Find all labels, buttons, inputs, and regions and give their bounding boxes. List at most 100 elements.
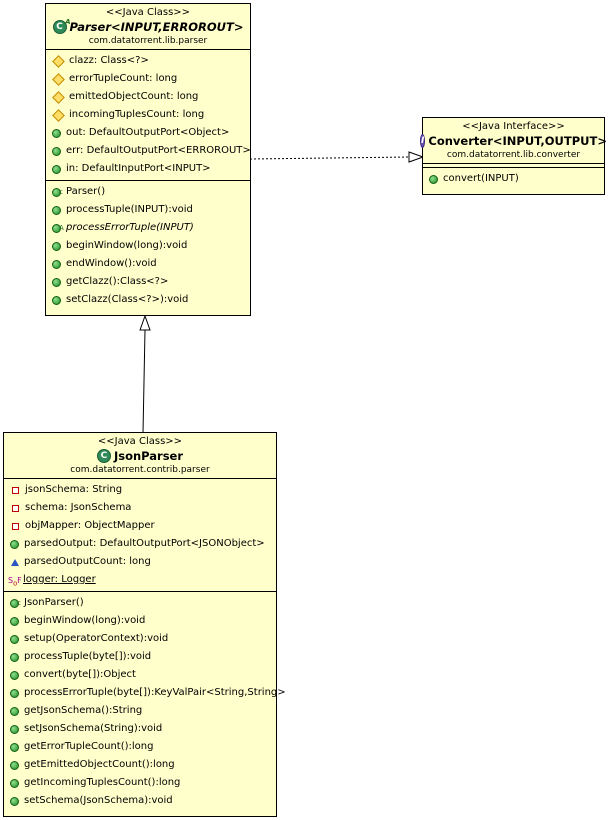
method-label: beginWindow(long):void (24, 615, 146, 626)
method-row[interactable]: setClazz(Class<?>):void (46, 291, 250, 309)
field-row[interactable]: objMapper: ObjectMapper (4, 517, 276, 535)
method-row[interactable]: getErrorTupleCount():long (4, 738, 276, 756)
method-row[interactable]: getClazz():Class<?> (46, 273, 250, 291)
field-row[interactable]: schema: JsonSchema (4, 499, 276, 517)
abstract-method-icon (52, 219, 64, 237)
method-label: getEmittedObjectCount():long (24, 759, 175, 770)
public-field-icon (52, 146, 61, 156)
public-field-icon (10, 539, 19, 549)
method-row[interactable]: endWindow():void (46, 255, 250, 273)
method-label: JsonParser() (24, 597, 84, 608)
package-name: com.datatorrent.contrib.parser (70, 465, 210, 475)
method-label: processErrorTuple(INPUT) (66, 222, 194, 233)
method-row[interactable]: convert(INPUT) (423, 170, 604, 188)
field-row[interactable]: errorTupleCount: long (46, 70, 250, 88)
generalization-arrowhead (139, 314, 151, 331)
method-label: Parser() (66, 186, 106, 197)
field-label: clazz: Class<?> (69, 55, 149, 66)
method-label: processTuple(INPUT):void (66, 204, 193, 215)
package-name: com.datatorrent.lib.parser (88, 36, 208, 46)
public-method-icon (10, 706, 19, 716)
method-label: setSchema(JsonSchema):void (24, 795, 173, 806)
method-row[interactable]: setJsonSchema(String):void (4, 720, 276, 738)
field-label: out: DefaultOutputPort<Object> (66, 127, 230, 138)
public-method-icon (10, 796, 19, 806)
stereotype-label: <<Java Class>> (97, 436, 183, 447)
field-row[interactable]: incomingTuplesCount: long (46, 106, 250, 124)
field-label: incomingTuplesCount: long (69, 109, 205, 120)
private-field-icon (12, 522, 19, 530)
method-row[interactable]: processErrorTuple(byte[]):KeyValPair<Str… (4, 684, 286, 702)
method-row[interactable]: setup(OperatorContext):void (4, 630, 276, 648)
static-final-field-icon: SoF (8, 575, 22, 588)
method-label: endWindow():void (66, 258, 157, 269)
public-method-icon (10, 742, 19, 752)
field-row[interactable]: emittedObjectCount: long (46, 88, 250, 106)
generalization-line (142, 329, 146, 434)
field-label: schema: JsonSchema (25, 502, 132, 513)
class-icon: C (96, 449, 111, 463)
method-label: getJsonSchema():String (24, 705, 143, 716)
method-row[interactable]: getJsonSchema():String (4, 702, 276, 720)
class-jsonparser[interactable]: <<Java Class>> C JsonParser com.datatorr… (3, 432, 286, 817)
interface-icon: I (420, 134, 426, 148)
method-label: setClazz(Class<?>):void (66, 294, 189, 305)
public-method-icon (10, 616, 19, 626)
public-field-icon (52, 128, 61, 138)
method-row[interactable]: Parser() (46, 183, 250, 201)
constructor-icon (10, 594, 21, 612)
field-label: err: DefaultOutputPort<ERROROUT> (66, 145, 251, 156)
field-row[interactable]: in: DefaultInputPort<INPUT> (46, 160, 250, 178)
constructor-icon (52, 183, 63, 201)
field-section: clazz: Class<?> errorTupleCount: long em… (46, 50, 251, 181)
protected-field-icon (52, 72, 65, 86)
field-row[interactable]: err: DefaultOutputPort<ERROROUT> (46, 142, 251, 160)
method-section: convert(INPUT) (423, 168, 604, 190)
field-label: emittedObjectCount: long (69, 91, 199, 102)
method-row[interactable]: convert(byte[]):Object (4, 666, 276, 684)
package-field-icon (11, 558, 19, 566)
class-title: C JsonParser (4, 448, 276, 464)
public-method-icon (10, 652, 19, 662)
public-method-icon (10, 688, 19, 698)
method-label: beginWindow(long):void (66, 240, 188, 251)
method-row[interactable]: getIncomingTuplesCount():long (4, 774, 276, 792)
method-row[interactable]: beginWindow(long):void (4, 612, 276, 630)
method-row[interactable]: processTuple(INPUT):void (46, 201, 250, 219)
public-method-icon (52, 277, 61, 287)
stereotype-label: <<Java Interface>> (462, 121, 565, 132)
public-method-icon (52, 241, 61, 251)
method-label: processErrorTuple(byte[]):KeyValPair<Str… (24, 687, 286, 698)
field-row[interactable]: parsedOutputCount: long (4, 553, 276, 571)
method-row[interactable]: setSchema(JsonSchema):void (4, 792, 276, 810)
class-jsonparser-header: <<Java Class>> C JsonParser com.datatorr… (4, 433, 276, 479)
field-label: parsedOutput: DefaultOutputPort<JSONObje… (24, 538, 265, 549)
public-method-icon (52, 295, 61, 305)
method-label: setJsonSchema(String):void (24, 723, 163, 734)
method-row[interactable]: processTuple(byte[]):void (4, 648, 276, 666)
method-row[interactable]: processErrorTuple(INPUT) (46, 219, 250, 237)
stereotype-label: <<Java Class>> (105, 7, 191, 18)
method-row[interactable]: JsonParser() (4, 594, 276, 612)
method-label: getClazz():Class<?> (66, 276, 169, 287)
method-section: Parser() processTuple(INPUT):void proces… (46, 181, 250, 311)
public-method-icon (10, 778, 19, 788)
protected-field-icon (52, 90, 65, 104)
field-row[interactable]: clazz: Class<?> (46, 52, 250, 70)
field-row[interactable]: out: DefaultOutputPort<Object> (46, 124, 250, 142)
field-row[interactable]: jsonSchema: String (4, 481, 276, 499)
field-row[interactable]: parsedOutput: DefaultOutputPort<JSONObje… (4, 535, 276, 553)
method-row[interactable]: beginWindow(long):void (46, 237, 250, 255)
method-label: getErrorTupleCount():long (24, 741, 154, 752)
realization-arrowhead (408, 151, 425, 163)
field-label: objMapper: ObjectMapper (25, 520, 155, 531)
interface-converter[interactable]: <<Java Interface>> I Converter<INPUT,OUT… (420, 117, 607, 195)
field-label: logger: Logger (23, 574, 96, 585)
method-label: setup(OperatorContext):void (24, 633, 169, 644)
method-label: convert(byte[]):Object (24, 669, 136, 680)
realization-line (249, 156, 410, 160)
method-row[interactable]: getEmittedObjectCount():long (4, 756, 276, 774)
